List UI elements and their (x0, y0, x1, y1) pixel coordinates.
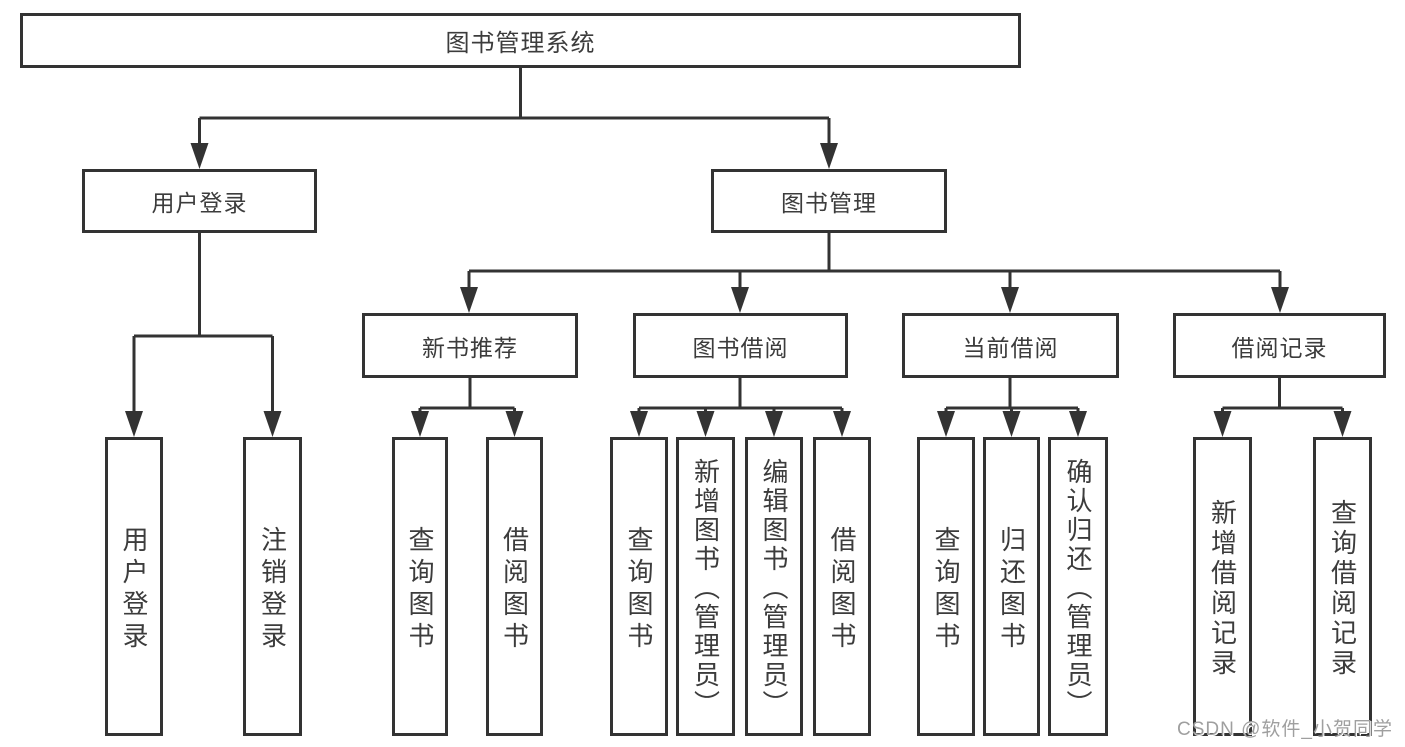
node-book-borrowing: 图书借阅 (633, 313, 848, 378)
node-label: 借阅记录 (1231, 334, 1328, 361)
node-label: 图书管理系统 (445, 30, 596, 57)
node-label: 图书管理 (781, 190, 877, 216)
leaf-add-books-admin: 新增图书（管理员） (676, 437, 735, 736)
leaf-add-borrow-record: 新增借阅记录 (1193, 437, 1252, 736)
leaf-user-login: 用户登录 (105, 437, 163, 736)
leaf-return-books: 归还图书 (983, 437, 1040, 736)
node-label: 用户登录 (151, 190, 248, 216)
node-label: 归还图书 (996, 525, 1027, 654)
node-label: 新书推荐 (422, 334, 518, 361)
leaf-borrow-books-1: 借阅图书 (486, 437, 543, 736)
leaf-query-books-2: 查询图书 (610, 437, 668, 736)
leaf-query-books-3: 查询图书 (917, 437, 975, 736)
node-label: 查询借阅记录 (1327, 498, 1358, 679)
csdn-watermark: CSDN @软件_小贺同学 (1177, 719, 1393, 740)
leaf-query-borrow-record: 查询借阅记录 (1313, 437, 1372, 736)
node-label: 编辑图书（管理员） (759, 457, 789, 719)
leaf-confirm-return-admin: 确认归还（管理员） (1048, 437, 1108, 736)
leaf-borrow-books-2: 借阅图书 (813, 437, 871, 736)
node-root-library-management-system: 图书管理系统 (20, 13, 1021, 68)
node-label: 查询图书 (931, 525, 961, 654)
leaf-edit-books-admin: 编辑图书（管理员） (745, 437, 803, 736)
leaf-logout: 注销登录 (243, 437, 302, 736)
node-label: 用户登录 (119, 525, 149, 654)
node-label: 新增借阅记录 (1207, 498, 1238, 679)
node-label: 新增图书（管理员） (690, 457, 721, 719)
node-label: 查询图书 (405, 525, 435, 654)
node-user-login: 用户登录 (82, 169, 317, 233)
node-label: 确认归还（管理员） (1063, 457, 1093, 719)
node-label: 注销登录 (257, 525, 288, 654)
node-label: 当前借阅 (962, 334, 1059, 361)
leaf-query-books-1: 查询图书 (392, 437, 448, 736)
node-label: 查询图书 (624, 525, 654, 654)
node-label: 图书借阅 (692, 334, 789, 361)
node-current-borrowing: 当前借阅 (902, 313, 1119, 378)
node-label: 借阅图书 (499, 525, 530, 654)
node-book-management: 图书管理 (711, 169, 947, 233)
node-new-book-recommendation: 新书推荐 (362, 313, 578, 378)
node-borrowing-records: 借阅记录 (1173, 313, 1386, 378)
node-label: 借阅图书 (827, 525, 857, 654)
